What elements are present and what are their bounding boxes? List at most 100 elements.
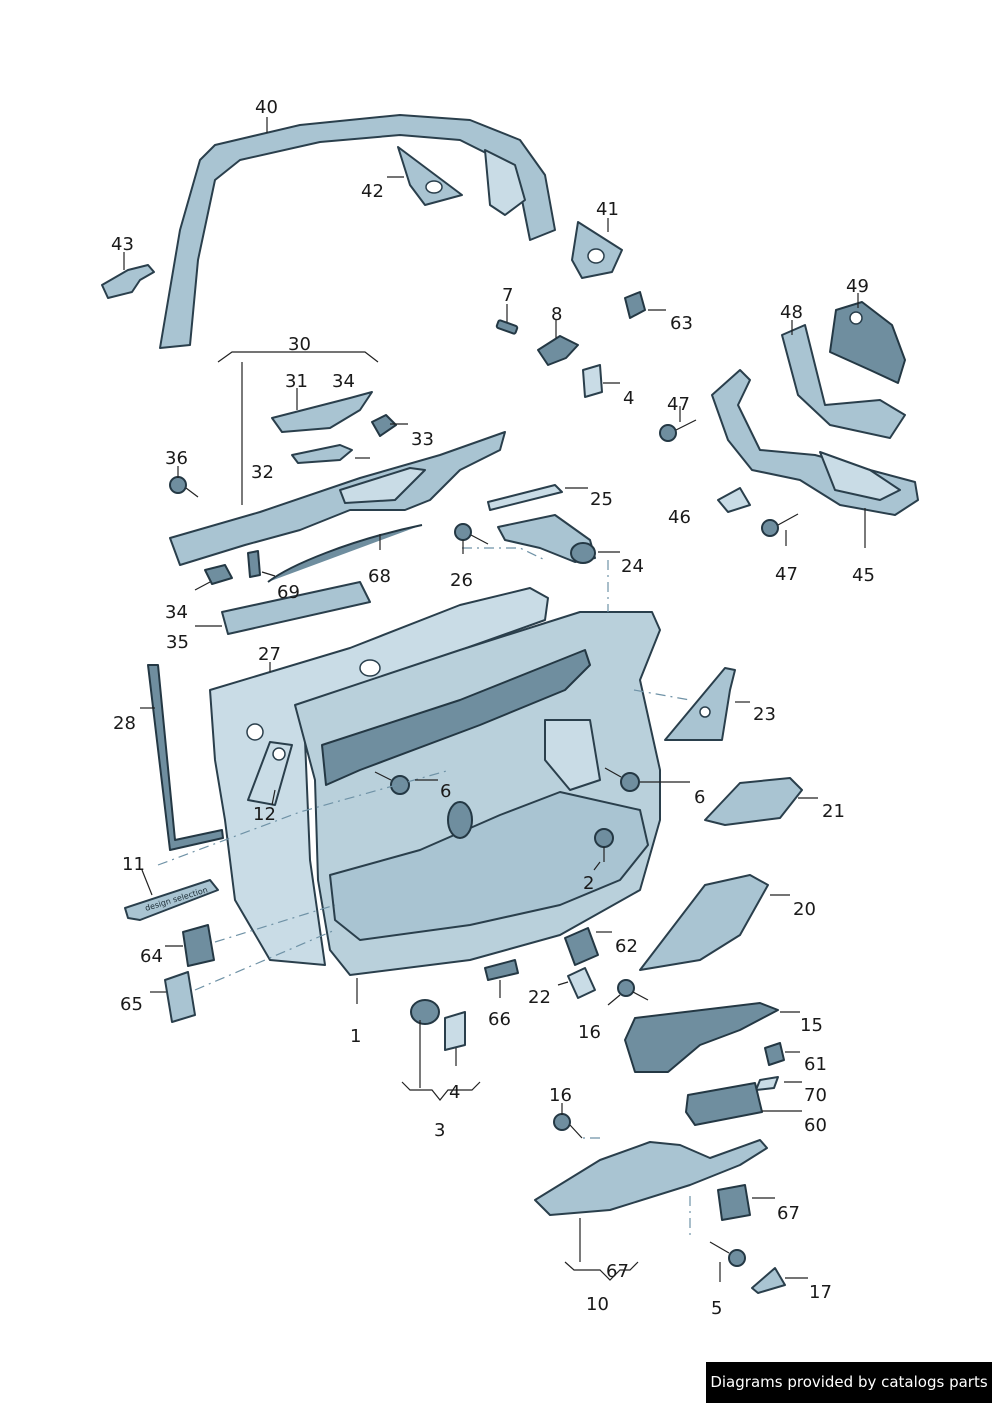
part-10-armrest [534, 1139, 768, 1216]
part-61-switch [764, 1042, 785, 1066]
part-45-pull-handle [711, 369, 919, 516]
part-49-cover [829, 301, 906, 384]
callout-2: 2 [583, 873, 594, 894]
part-69-clip [247, 550, 261, 578]
callout-17: 17 [809, 1282, 832, 1303]
callout-46: 46 [668, 507, 691, 528]
part-63-block [624, 291, 646, 319]
callout-31: 31 [285, 371, 308, 392]
callout-66: 66 [488, 1009, 511, 1030]
callout-69: 69 [277, 582, 300, 603]
part-8-clip [537, 335, 579, 366]
callout-60: 60 [804, 1115, 827, 1136]
callout-42: 42 [361, 181, 384, 202]
part-25-strip [487, 484, 563, 511]
callout-36: 36 [165, 448, 188, 469]
callout-4-lower: 4 [449, 1082, 460, 1103]
callout-20: 20 [793, 899, 816, 920]
callout-6-left: 6 [440, 781, 451, 802]
callout-68: 68 [368, 566, 391, 587]
part-70-bezel [755, 1076, 779, 1091]
part-15-switch-panel [624, 1002, 779, 1073]
callout-63: 63 [670, 313, 693, 334]
part-6-screw-left [374, 771, 410, 795]
callout-32: 32 [251, 462, 274, 483]
callout-10: 10 [586, 1294, 609, 1315]
part-1-door-trim-panel [294, 611, 661, 976]
part-2-screw [594, 828, 614, 862]
callout-11: 11 [122, 854, 145, 875]
callout-12: 12 [253, 804, 276, 825]
callout-34-upper: 34 [332, 371, 355, 392]
callout-4-upper: 4 [623, 388, 634, 409]
callout-leaders [123, 117, 866, 1282]
callout-25: 25 [590, 489, 613, 510]
part-16-screw-upper [617, 979, 649, 1001]
part-42-mirror-triangle-cover [397, 146, 463, 206]
part-46-cap [717, 487, 751, 513]
callout-67-lower: 67 [606, 1261, 629, 1282]
part-26-screw [454, 523, 489, 545]
callout-22: 22 [528, 987, 551, 1008]
callout-28: 28 [113, 713, 136, 734]
callout-27: 27 [258, 644, 281, 665]
part-4-clip-upper [582, 364, 603, 398]
part-40-window-frame-trim [159, 114, 556, 349]
part-5-screw [709, 1241, 746, 1267]
callout-62: 62 [615, 936, 638, 957]
callout-48: 48 [780, 302, 803, 323]
part-11-design-selection-badge: design selection [124, 879, 219, 921]
callout-5: 5 [711, 1298, 722, 1319]
part-6-screw-right [604, 767, 640, 792]
part-33-clip [371, 414, 397, 437]
part-34-clip-lower [204, 564, 233, 585]
callout-67-right: 67 [777, 1203, 800, 1224]
part-22-bezel [567, 967, 596, 999]
callout-45: 45 [852, 565, 875, 586]
part-32-handle-insert [291, 444, 353, 464]
part-36-screw [169, 476, 199, 498]
part-7-screw [495, 319, 519, 335]
part-35-trim-strip [221, 581, 371, 635]
part-47-screw-upper [659, 419, 697, 442]
credit-banner: Diagrams provided by catalogs parts [706, 1362, 992, 1403]
part-65-cap [164, 971, 196, 1023]
callout-8: 8 [551, 304, 562, 325]
callout-40: 40 [255, 97, 278, 118]
part-43-trim-clip [101, 264, 155, 299]
callout-30: 30 [288, 334, 311, 355]
callout-26: 26 [450, 570, 473, 591]
part-68-cable [267, 524, 423, 583]
part-48-bracket [781, 324, 906, 439]
callout-35: 35 [166, 632, 189, 653]
callout-1: 1 [350, 1026, 361, 1047]
callout-6-right: 6 [694, 787, 705, 808]
callout-70: 70 [804, 1085, 827, 1106]
callout-23: 23 [753, 704, 776, 725]
callout-24: 24 [621, 556, 644, 577]
callout-34-lower: 34 [165, 602, 188, 623]
callout-47-lower: 47 [775, 564, 798, 585]
callout-33: 33 [411, 429, 434, 450]
callout-49: 49 [846, 276, 869, 297]
part-16-screw-lower [553, 1113, 583, 1139]
part-60-window-switch-unit [685, 1082, 763, 1126]
callout-7: 7 [502, 285, 513, 306]
assembly-guide-lines [157, 547, 691, 1235]
part-20-armrest-cover [639, 874, 769, 971]
part-31-switch-bracket [271, 391, 373, 433]
callout-3: 3 [434, 1120, 445, 1141]
callout-16-lower: 16 [549, 1085, 572, 1106]
part-41-mirror-cover-plate [571, 221, 623, 279]
part-30-upper-trim-strip [169, 431, 506, 566]
part-66-switch [484, 959, 519, 981]
callout-21: 21 [822, 801, 845, 822]
part-17-cap [751, 1267, 786, 1294]
callout-16-upper: 16 [578, 1022, 601, 1043]
callout-15: 15 [800, 1015, 823, 1036]
callout-61: 61 [804, 1054, 827, 1075]
part-12-cover [247, 741, 293, 806]
part-64-switch [182, 924, 215, 967]
callout-47-upper: 47 [667, 394, 690, 415]
